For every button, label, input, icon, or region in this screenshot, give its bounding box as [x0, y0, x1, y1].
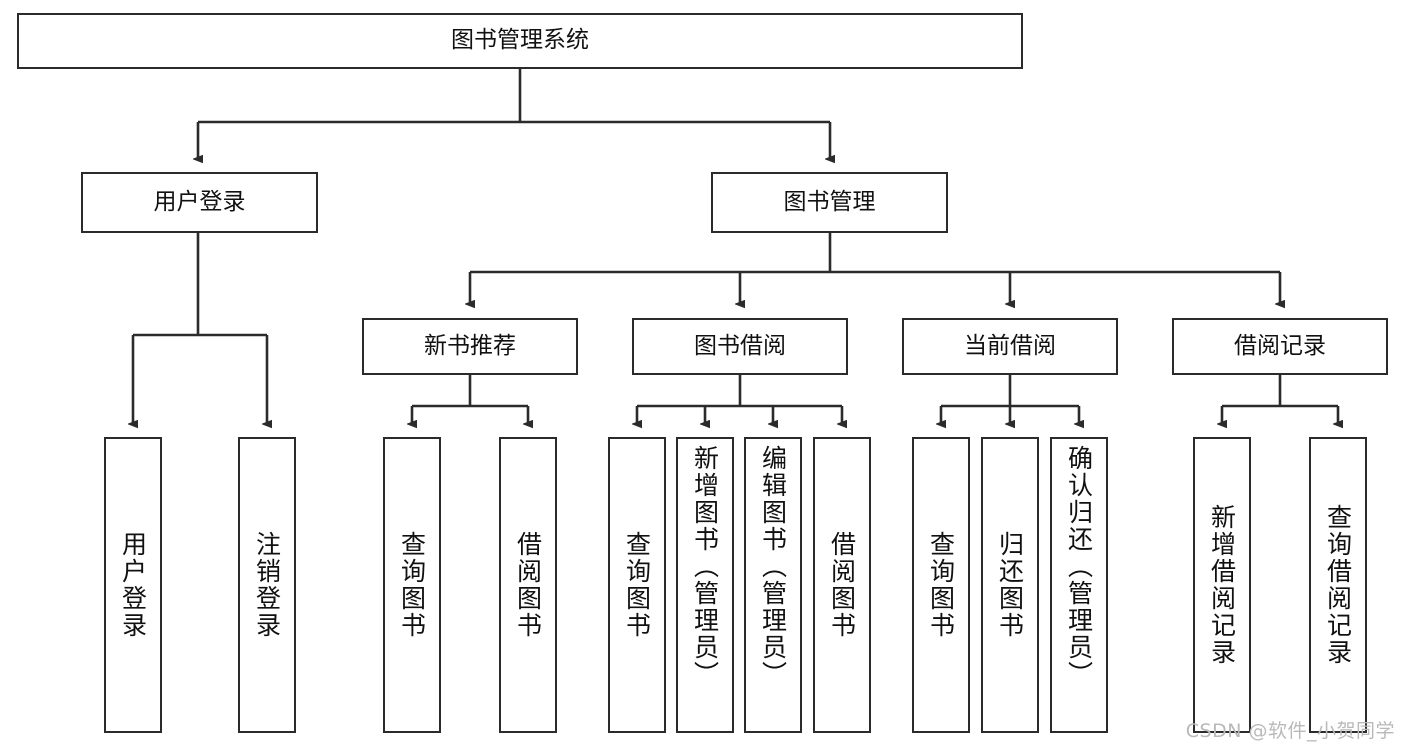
leaf-confirm-return[interactable]: 确认归还（管理员）: [1050, 437, 1108, 733]
leaf-edit-book[interactable]: 编辑图书（管理员）: [744, 437, 802, 733]
leaf-return-book[interactable]: 归还图书: [981, 437, 1039, 733]
node-label: 编辑图书（管理员）: [758, 445, 788, 688]
node-new-book-recommend[interactable]: 新书推荐: [362, 318, 578, 375]
node-book-borrow[interactable]: 图书借阅: [632, 318, 848, 375]
node-label: 归还图书: [995, 531, 1025, 639]
node-label: 查询图书: [622, 531, 652, 639]
node-label: 当前借阅: [964, 332, 1056, 359]
node-root-system[interactable]: 图书管理系统: [17, 13, 1023, 69]
node-label: 用户登录: [153, 188, 246, 215]
node-label: 查询借阅记录: [1323, 504, 1353, 666]
node-label: 图书管理: [783, 188, 876, 215]
leaf-add-borrow-record[interactable]: 新增借阅记录: [1193, 437, 1251, 733]
node-borrow-record[interactable]: 借阅记录: [1172, 318, 1388, 375]
node-label: 借阅图书: [827, 531, 857, 639]
node-label: 用户登录: [118, 531, 148, 639]
node-label: 图书管理系统: [451, 27, 589, 54]
leaf-query-book-current[interactable]: 查询图书: [912, 437, 970, 733]
node-label: 查询图书: [397, 531, 427, 639]
leaf-logout-login[interactable]: 注销登录: [238, 437, 296, 733]
node-label: 新增借阅记录: [1207, 504, 1237, 666]
node-label: 新增图书（管理员）: [690, 445, 720, 688]
leaf-user-login[interactable]: 用户登录: [104, 437, 162, 733]
node-label: 确认归还（管理员）: [1064, 445, 1094, 688]
leaf-query-borrow-record[interactable]: 查询借阅记录: [1309, 437, 1367, 733]
node-book-manage[interactable]: 图书管理: [711, 172, 948, 233]
csdn-watermark: CSDN @软件_小贺同学: [1185, 720, 1395, 742]
leaf-borrow-book-borrow[interactable]: 借阅图书: [813, 437, 871, 733]
leaf-borrow-book-recommend[interactable]: 借阅图书: [499, 437, 557, 733]
node-user-login[interactable]: 用户登录: [81, 172, 318, 233]
node-label: 查询图书: [926, 531, 956, 639]
node-label: 新书推荐: [424, 332, 516, 359]
leaf-query-book-borrow[interactable]: 查询图书: [608, 437, 666, 733]
node-label: 借阅记录: [1234, 332, 1326, 359]
node-label: 注销登录: [252, 531, 282, 639]
node-label: 借阅图书: [513, 531, 543, 639]
node-current-borrow[interactable]: 当前借阅: [902, 318, 1118, 375]
leaf-add-book[interactable]: 新增图书（管理员）: [676, 437, 734, 733]
leaf-query-book-recommend[interactable]: 查询图书: [383, 437, 441, 733]
node-label: 图书借阅: [694, 332, 786, 359]
